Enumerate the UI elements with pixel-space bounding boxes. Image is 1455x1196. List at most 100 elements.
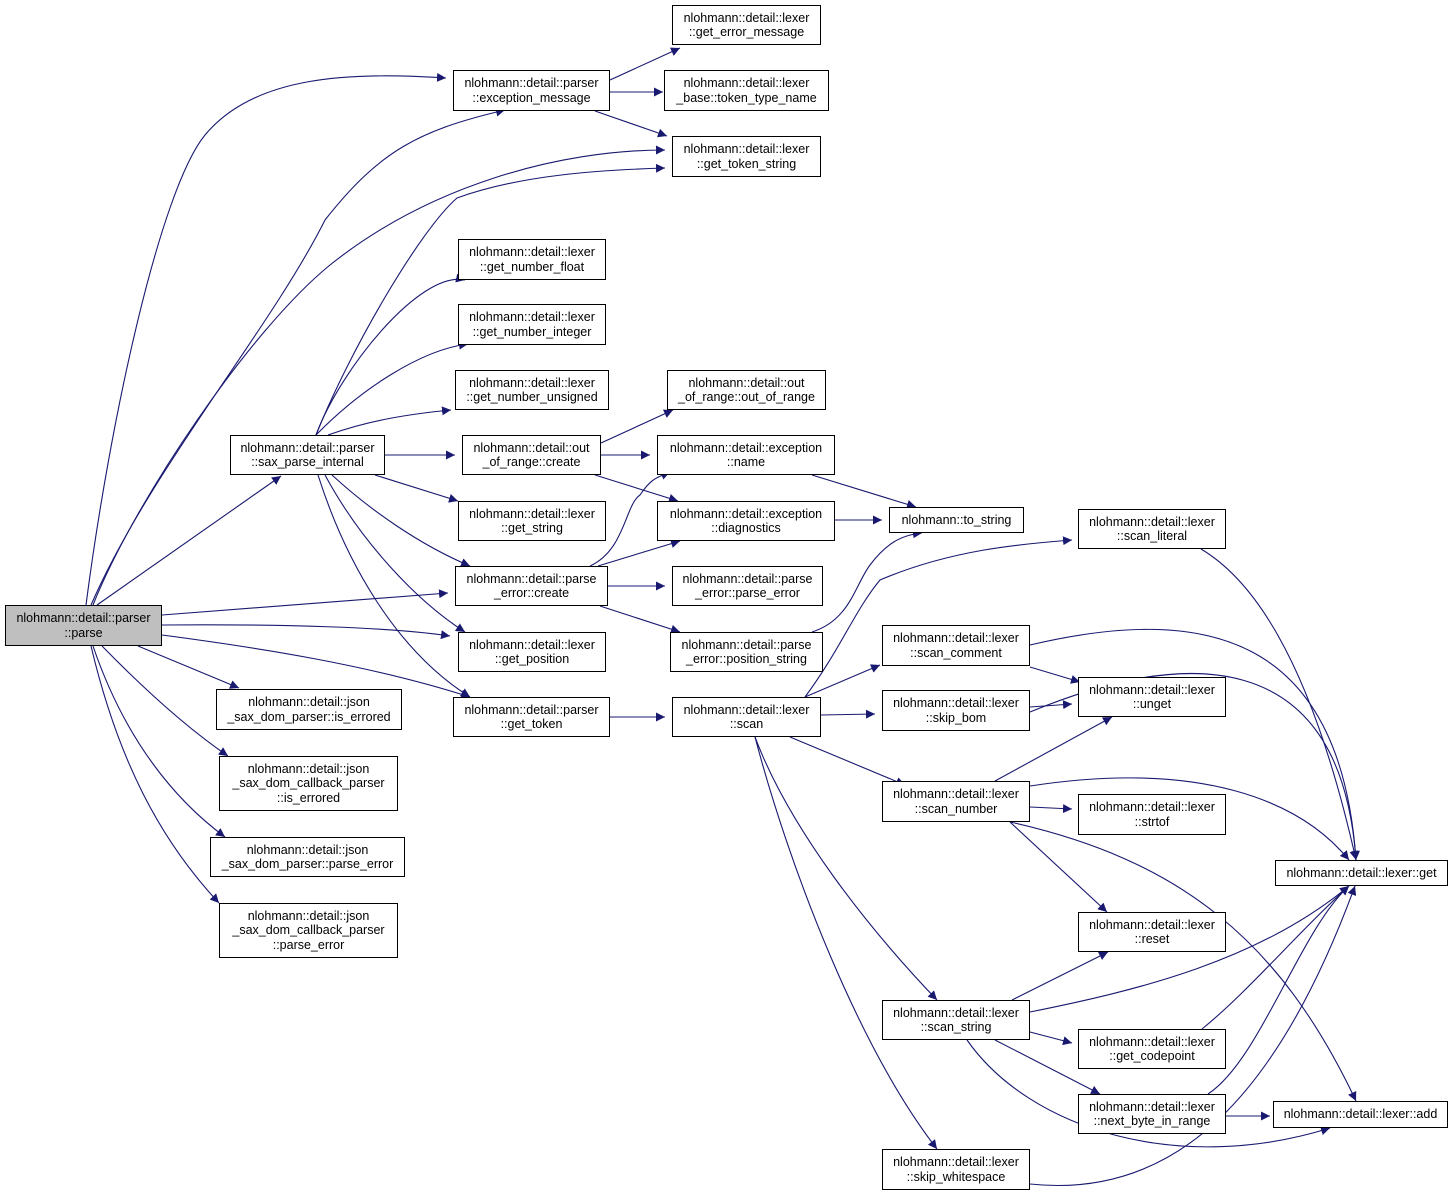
node-label-line: nlohmann::detail::lexer [893,631,1019,645]
node-get-position[interactable]: nlohmann::detail::lexer ::get_position [458,632,606,672]
node-lexer-get[interactable]: nlohmann::detail::lexer::get [1275,860,1448,886]
node-label-line: nlohmann::detail::out [688,375,805,390]
call-edge [966,1039,1331,1148]
call-edge [994,1039,1101,1095]
node-label-line: nlohmann::detail::out [473,440,590,455]
node-json-sax-dom-callback-parser-is-errored[interactable]: nlohmann::detail::json _sax_dom_callback… [219,756,398,811]
call-edge [597,539,681,567]
node-label-line: nlohmann::detail::lexer [893,696,1019,710]
call-edge [92,645,226,838]
node-out-of-range-constructor[interactable]: nlohmann::detail::out _of_range::out_of_… [667,370,826,410]
node-sax-parse-internal[interactable]: nlohmann::detail::parser ::sax_parse_int… [230,435,385,475]
node-json-sax-dom-parser-is-errored[interactable]: nlohmann::detail::json _sax_dom_parser::… [216,689,402,730]
call-edge [85,72,447,606]
node-out-of-range-create[interactable]: nlohmann::detail::out _of_range::create [462,435,601,475]
node-json-sax-dom-callback-parser-parse-error[interactable]: nlohmann::detail::json _sax_dom_callback… [219,903,398,958]
node-get-error-message[interactable]: nlohmann::detail::lexer ::get_error_mess… [672,5,821,45]
node-label-line: nlohmann::detail::lexer [1089,917,1215,932]
node-get-codepoint[interactable]: nlohmann::detail::lexer ::get_codepoint [1078,1029,1226,1069]
node-label-line: nlohmann::detail::lexer [469,506,595,521]
node-label-line: nlohmann::detail::parse [466,571,597,586]
node-unget[interactable]: nlohmann::detail::lexer ::unget [1078,677,1226,717]
node-label-line: ::get_number_float [479,259,585,274]
node-label-line: nlohmann::detail::lexer [683,76,810,90]
node-parser-parse: nlohmann::detail::parser ::parse [5,605,162,646]
node-strtof[interactable]: nlohmann::detail::lexer ::strtof [1078,794,1226,835]
node-label-line: nlohmann::detail::lexer [1089,800,1215,814]
node-get-token-string[interactable]: nlohmann::detail::lexer ::get_token_stri… [672,136,821,177]
node-lexer-scan[interactable]: nlohmann::detail::lexer ::scan [672,697,821,737]
call-edge [609,47,681,81]
node-label-line: ::scan_comment [910,645,1002,660]
node-parse-error-create[interactable]: nlohmann::detail::parse _error::create [455,566,608,606]
call-edge [315,340,469,436]
call-edge [754,736,938,1001]
call-edge [374,474,459,503]
node-label-line: _base::token_type_name [676,90,817,105]
node-label-line: nlohmann::detail::lexer::add [1283,1107,1438,1122]
call-edge [594,474,679,503]
node-scan-number[interactable]: nlohmann::detail::lexer ::scan_number [882,781,1030,822]
node-label-line: ::sax_parse_internal [251,455,364,469]
node-json-sax-dom-parser-parse-error[interactable]: nlohmann::detail::json _sax_dom_parser::… [210,837,405,877]
call-edge [101,645,229,757]
node-label-line: _error::parse_error [695,586,800,600]
node-lexer-add[interactable]: nlohmann::detail::lexer::add [1273,1101,1448,1128]
node-label-line: nlohmann::detail::lexer [683,10,810,25]
node-label-line: ::get_codepoint [1109,1049,1195,1063]
node-label-line: ::exception_message [472,90,591,105]
node-get-number-integer[interactable]: nlohmann::detail::lexer ::get_number_int… [458,304,606,345]
node-scan-string[interactable]: nlohmann::detail::lexer ::scan_string [882,1000,1030,1040]
node-label-line: _of_range::create [482,455,581,469]
call-edge [1029,628,1360,861]
node-get-number-float[interactable]: nlohmann::detail::lexer ::get_number_flo… [458,239,606,280]
node-exception-diagnostics[interactable]: nlohmann::detail::exception ::diagnostic… [657,501,835,541]
node-label-line: ::get_error_message [688,25,805,39]
node-label-line: nlohmann::detail::parser [464,76,599,90]
node-skip-bom[interactable]: nlohmann::detail::lexer ::skip_bom [882,690,1030,731]
node-get-string[interactable]: nlohmann::detail::lexer ::get_string [458,501,606,541]
node-get-token[interactable]: nlohmann::detail::parser ::get_token [453,697,610,737]
node-exception-message[interactable]: nlohmann::detail::parser ::exception_mes… [453,70,610,111]
call-edge [1029,1031,1073,1046]
node-label-line: ::skip_bom [925,710,987,725]
node-label-line: nlohmann::detail::lexer [469,310,595,324]
node-label-line: ::unget [1132,697,1172,711]
node-label-line: nlohmann::detail::parser [240,440,375,455]
node-label-line: nlohmann::detail::json [247,908,370,923]
call-edge [137,645,240,689]
node-scan-literal[interactable]: nlohmann::detail::lexer ::scan_literal [1078,509,1226,549]
call-edge [1029,804,1073,814]
node-label-line: nlohmann::detail::json [246,842,369,857]
node-label-line: ::scan_literal [1116,529,1188,543]
node-label-line: nlohmann::detail::exception [669,506,823,521]
node-label-line: nlohmann::to_string [901,512,1012,527]
call-edge [90,107,506,606]
call-edge [315,273,466,436]
node-scan-comment[interactable]: nlohmann::detail::lexer ::scan_comment [882,625,1030,666]
node-to-string[interactable]: nlohmann::to_string [889,507,1024,533]
node-label-line: ::is_errored [276,790,341,805]
call-edge [994,716,1113,782]
node-reset[interactable]: nlohmann::detail::lexer ::reset [1078,912,1226,952]
node-token-type-name[interactable]: nlohmann::detail::lexer _base::token_typ… [664,70,829,111]
node-label-line: nlohmann::detail::parser [16,611,151,625]
node-get-number-unsigned[interactable]: nlohmann::detail::lexer ::get_number_uns… [455,370,609,410]
call-edge [1009,821,1108,913]
node-exception-name[interactable]: nlohmann::detail::exception ::name [657,435,835,475]
node-parse-error-constructor[interactable]: nlohmann::detail::parse _error::parse_er… [672,566,823,606]
node-label-line: nlohmann::detail::parse [681,637,812,652]
call-edge [324,474,466,633]
node-label-line: nlohmann::detail::lexer [893,1005,1019,1020]
node-label-line: _sax_dom_callback_parser [232,923,385,938]
node-label-line: nlohmann::detail::exception [669,440,823,455]
node-position-string[interactable]: nlohmann::detail::parse _error::position… [670,632,823,672]
node-next-byte-in-range[interactable]: nlohmann::detail::lexer ::next_byte_in_r… [1078,1094,1226,1134]
node-label-line: ::diagnostics [711,521,781,535]
node-label-line: nlohmann::detail::lexer [1089,682,1215,697]
call-edge [594,110,668,138]
node-label-line: nlohmann::detail::parse [682,571,813,586]
node-skip-whitespace[interactable]: nlohmann::detail::lexer ::skip_whitespac… [882,1149,1030,1190]
